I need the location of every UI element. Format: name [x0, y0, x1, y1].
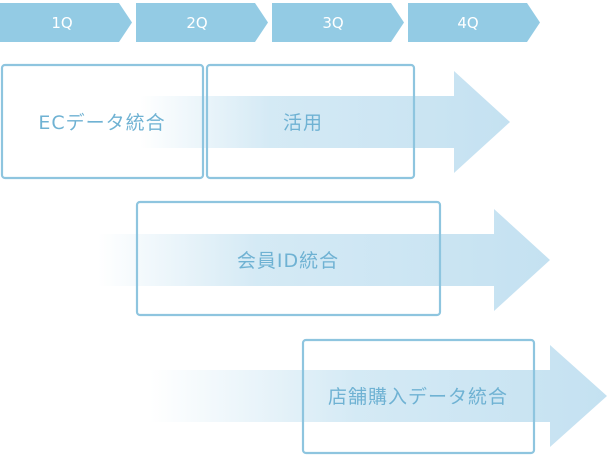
quarter-chevron-1: [0, 3, 132, 42]
quarter-chevron-4: [408, 3, 540, 42]
progress-arrow-2: [98, 209, 550, 311]
quarter-label-2: 2Q: [186, 14, 207, 32]
initiative-label-member-id: 会員ID統合: [237, 250, 339, 272]
initiative-row-1: ECデータ統合 活用: [0, 63, 510, 180]
initiative-label-utilization: 活用: [283, 112, 323, 134]
quarter-chevron-3: [272, 3, 404, 42]
initiative-label-store-purchase: 店舗購入データ統合: [328, 386, 508, 408]
initiative-label-ec-data: ECデータ統合: [38, 112, 165, 134]
initiative-row-3: 店舗購入データ統合: [150, 338, 607, 455]
quarter-header: 1Q 2Q 3Q 4Q: [0, 3, 540, 42]
initiative-box-member-id: [135, 200, 442, 317]
quarter-label-1: 1Q: [51, 14, 72, 32]
quarter-label-3: 3Q: [322, 14, 343, 32]
initiative-box-utilization: [205, 63, 416, 180]
progress-arrow-3: [150, 345, 607, 447]
quarter-label-4: 4Q: [457, 14, 478, 32]
quarter-chevron-2: [136, 3, 268, 42]
progress-arrow-1: [140, 71, 510, 173]
initiative-box-ec-data: [0, 63, 205, 180]
initiative-box-store-purchase: [301, 338, 536, 455]
initiative-row-2: 会員ID統合: [98, 200, 550, 317]
